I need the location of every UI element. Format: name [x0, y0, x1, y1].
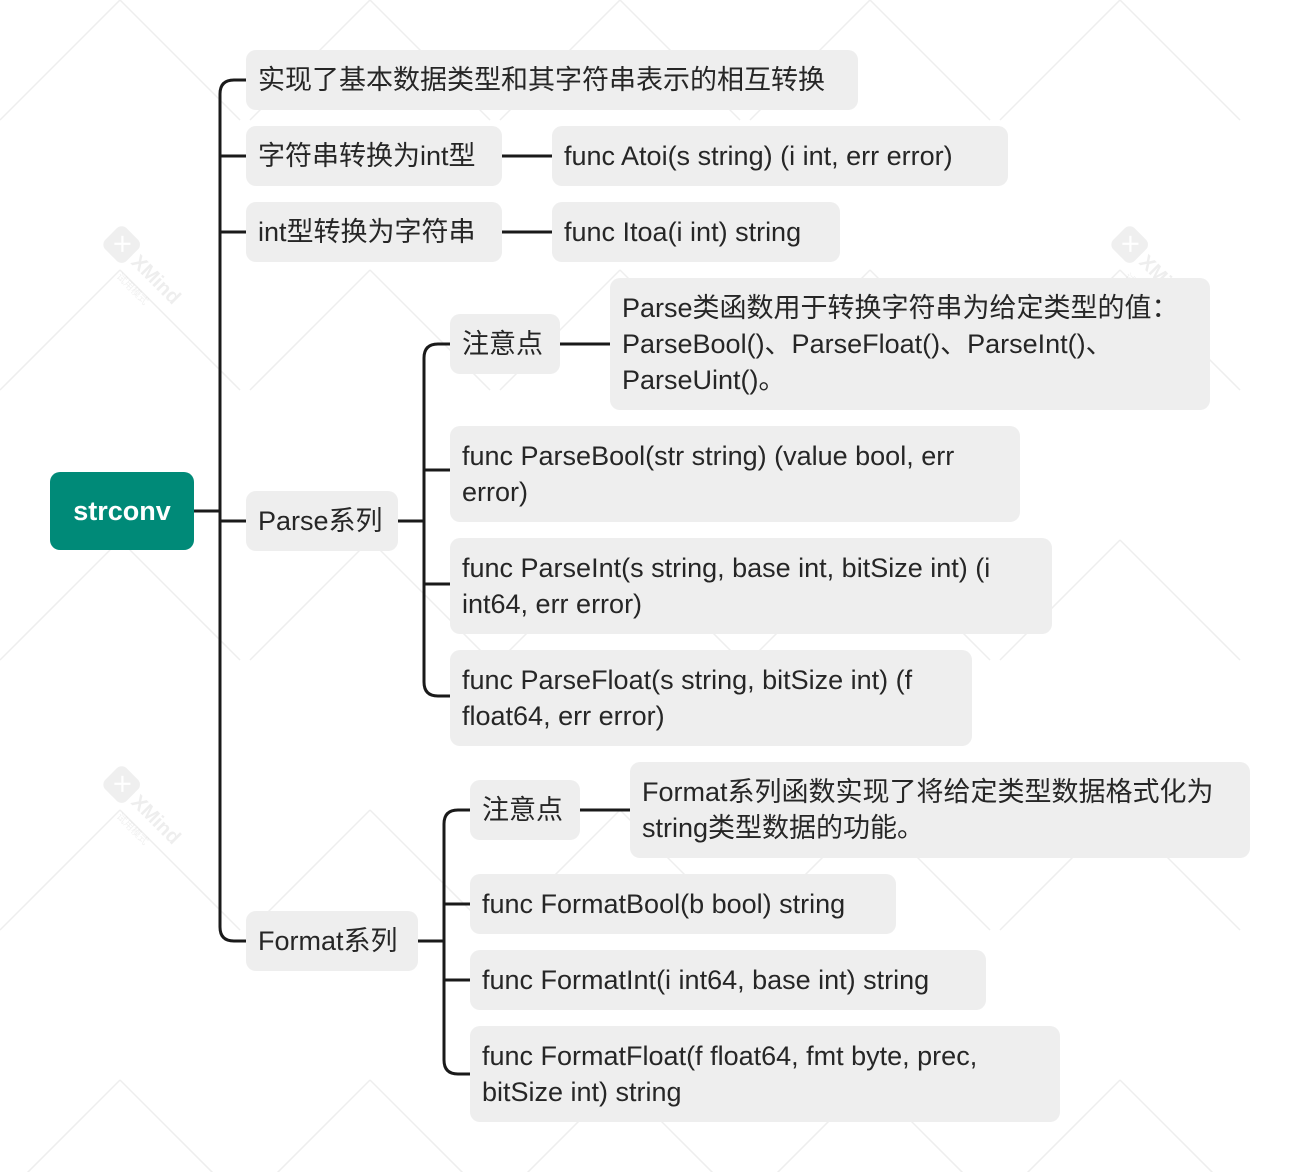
note-line: ParseBool()、ParseFloat()、ParseInt()、	[622, 329, 1113, 359]
func-line: bitSize int) string	[482, 1077, 682, 1107]
parse-func-float[interactable]: func ParseFloat(s string, bitSize int) (…	[450, 650, 972, 746]
note-line: Parse类函数用于转换字符串为给定类型的值：	[622, 293, 1179, 323]
topic-label: Format系列	[258, 926, 398, 956]
signature-text: func Itoa(i int) string	[564, 217, 802, 247]
parse-func-int[interactable]: func ParseInt(s string, base int, bitSiz…	[450, 538, 1052, 634]
parse-note-topic[interactable]: 注意点	[450, 314, 560, 374]
topic-label: 实现了基本数据类型和其字符串表示的相互转换	[258, 65, 825, 95]
func-line: error)	[462, 477, 528, 507]
connector	[442, 808, 472, 1076]
connector	[422, 342, 452, 698]
connector	[218, 78, 248, 943]
topic-intro[interactable]: 实现了基本数据类型和其字符串表示的相互转换	[246, 50, 858, 110]
topic-atoi[interactable]: 字符串转换为int型	[246, 126, 502, 186]
signature-atoi[interactable]: func Atoi(s string) (i int, err error)	[552, 126, 1008, 186]
func-line: func FormatFloat(f float64, fmt byte, pr…	[482, 1041, 978, 1071]
topic-format[interactable]: Format系列	[246, 911, 418, 971]
topic-itoa[interactable]: int型转换为字符串	[246, 202, 502, 262]
root-label: strconv	[73, 496, 171, 526]
topic-label: 字符串转换为int型	[258, 141, 476, 171]
func-line: func ParseFloat(s string, bitSize int) (…	[462, 665, 913, 695]
topic-label: int型转换为字符串	[258, 217, 476, 247]
topic-label: 注意点	[462, 329, 543, 359]
topic-label: Parse系列	[258, 506, 383, 536]
format-note-detail[interactable]: Format系列函数实现了将给定类型数据格式化为 string类型数据的功能。	[630, 762, 1250, 858]
note-line: Format系列函数实现了将给定类型数据格式化为	[642, 777, 1214, 807]
topic-parse[interactable]: Parse系列	[246, 491, 398, 551]
note-line: ParseUint()。	[622, 365, 786, 395]
func-line: func ParseBool(str string) (value bool, …	[462, 441, 955, 471]
parse-func-bool[interactable]: func ParseBool(str string) (value bool, …	[450, 426, 1020, 522]
format-func-int[interactable]: func FormatInt(i int64, base int) string	[470, 950, 986, 1010]
func-line: func FormatInt(i int64, base int) string	[482, 965, 930, 995]
format-func-bool[interactable]: func FormatBool(b bool) string	[470, 874, 896, 934]
signature-text: func Atoi(s string) (i int, err error)	[564, 141, 953, 171]
parse-note-detail[interactable]: Parse类函数用于转换字符串为给定类型的值： ParseBool()、Pars…	[610, 278, 1210, 410]
func-line: func FormatBool(b bool) string	[482, 889, 846, 919]
func-line: func ParseInt(s string, base int, bitSiz…	[462, 553, 991, 583]
func-line: float64, err error)	[462, 701, 665, 731]
signature-itoa[interactable]: func Itoa(i int) string	[552, 202, 840, 262]
root-node[interactable]: strconv	[50, 472, 194, 550]
func-line: int64, err error)	[462, 589, 643, 619]
topic-label: 注意点	[482, 795, 563, 825]
format-func-float[interactable]: func FormatFloat(f float64, fmt byte, pr…	[470, 1026, 1060, 1122]
format-note-topic[interactable]: 注意点	[470, 780, 580, 840]
note-line: string类型数据的功能。	[642, 813, 925, 843]
